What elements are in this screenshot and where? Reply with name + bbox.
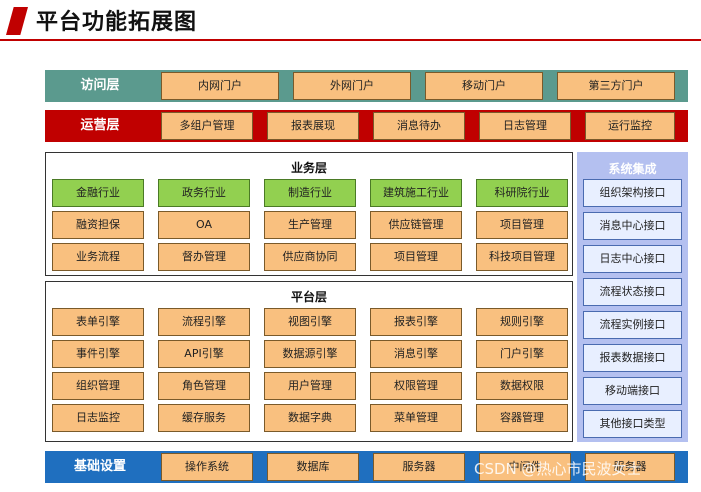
- platform-item: 视图引擎: [264, 308, 356, 336]
- access-layer: 访问层 内网门户 外网门户 移动门户 第三方门户: [45, 70, 688, 102]
- ops-item: 运行监控: [585, 112, 675, 140]
- system-integration-panel: 系统集成 组织架构接口 消息中心接口 日志中心接口 流程状态接口 流程实例接口 …: [577, 152, 688, 442]
- infra-item: 操作系统: [161, 453, 253, 481]
- access-item: 外网门户: [293, 72, 411, 100]
- ops-item: 报表展现: [267, 112, 359, 140]
- industry-item: 金融行业: [52, 179, 144, 207]
- platform-item: 数据权限: [476, 372, 568, 400]
- infrastructure-layer-label: 基础设置: [73, 459, 126, 474]
- industry-item: 科研院行业: [476, 179, 568, 207]
- business-layer-title: 业务层: [290, 161, 327, 175]
- platform-item: 容器管理: [476, 404, 568, 432]
- ops-item: 消息待办: [373, 112, 465, 140]
- business-item: OA: [158, 211, 250, 239]
- infrastructure-layer: 基础设置 操作系统 数据库 服务器 中间件 服务器: [45, 451, 688, 483]
- business-item: 供应商协同: [264, 243, 356, 271]
- integration-item: 流程状态接口: [583, 278, 682, 306]
- business-item: 融资担保: [52, 211, 144, 239]
- industry-item: 建筑施工行业: [370, 179, 462, 207]
- platform-item: 事件引擎: [52, 340, 144, 368]
- platform-item: 权限管理: [370, 372, 462, 400]
- title-divider: [0, 39, 701, 41]
- platform-item: 菜单管理: [370, 404, 462, 432]
- ops-layer-label: 运营层: [80, 118, 120, 133]
- platform-item: 缓存服务: [158, 404, 250, 432]
- industry-item: 政务行业: [158, 179, 250, 207]
- integration-item: 组织架构接口: [583, 179, 682, 207]
- integration-item: 消息中心接口: [583, 212, 682, 240]
- title-accent-flag: [6, 7, 28, 35]
- access-item: 第三方门户: [557, 72, 675, 100]
- integration-item: 其他接口类型: [583, 410, 682, 438]
- watermark: CSDN @热心市民波女士: [474, 460, 642, 478]
- ops-item: 多组户管理: [161, 112, 253, 140]
- platform-item: 数据源引擎: [264, 340, 356, 368]
- integration-item: 日志中心接口: [583, 245, 682, 273]
- platform-item: API引擎: [158, 340, 250, 368]
- ops-item: 日志管理: [479, 112, 571, 140]
- platform-item: 用户管理: [264, 372, 356, 400]
- platform-layer-title: 平台层: [290, 290, 327, 304]
- access-item: 移动门户: [425, 72, 543, 100]
- integration-item: 移动端接口: [583, 377, 682, 405]
- platform-item: 报表引擎: [370, 308, 462, 336]
- industry-item: 制造行业: [264, 179, 356, 207]
- business-item: 业务流程: [52, 243, 144, 271]
- infra-item: 中间件: [479, 453, 571, 481]
- infra-item: 数据库: [267, 453, 359, 481]
- platform-item: 流程引擎: [158, 308, 250, 336]
- infra-item: 服务器: [373, 453, 465, 481]
- ops-layer: 运营层 多组户管理 报表展现 消息待办 日志管理 运行监控: [45, 110, 688, 142]
- integration-item: 流程实例接口: [583, 311, 682, 339]
- platform-item: 日志监控: [52, 404, 144, 432]
- page-title: 平台功能拓展图: [36, 10, 198, 35]
- business-item: 科技项目管理: [476, 243, 568, 271]
- platform-item: 门户引擎: [476, 340, 568, 368]
- business-item: 项目管理: [370, 243, 462, 271]
- system-integration-title: 系统集成: [608, 162, 657, 176]
- access-layer-label: 访问层: [80, 78, 120, 93]
- platform-layer: 平台层 表单引擎 流程引擎 视图引擎 报表引擎 规则引擎 事件引擎 API引擎 …: [45, 281, 573, 442]
- access-item: 内网门户: [161, 72, 279, 100]
- business-item: 生产管理: [264, 211, 356, 239]
- business-layer: 业务层 金融行业 政务行业 制造行业 建筑施工行业 科研院行业 融资担保 OA …: [45, 152, 573, 276]
- platform-item: 消息引擎: [370, 340, 462, 368]
- platform-item: 表单引擎: [52, 308, 144, 336]
- business-item: 项目管理: [476, 211, 568, 239]
- platform-item: 规则引擎: [476, 308, 568, 336]
- platform-item: 组织管理: [52, 372, 144, 400]
- business-item: 供应链管理: [370, 211, 462, 239]
- integration-item: 报表数据接口: [583, 344, 682, 372]
- infra-item: 服务器: [585, 453, 675, 481]
- platform-item: 角色管理: [158, 372, 250, 400]
- platform-item: 数据字典: [264, 404, 356, 432]
- business-item: 督办管理: [158, 243, 250, 271]
